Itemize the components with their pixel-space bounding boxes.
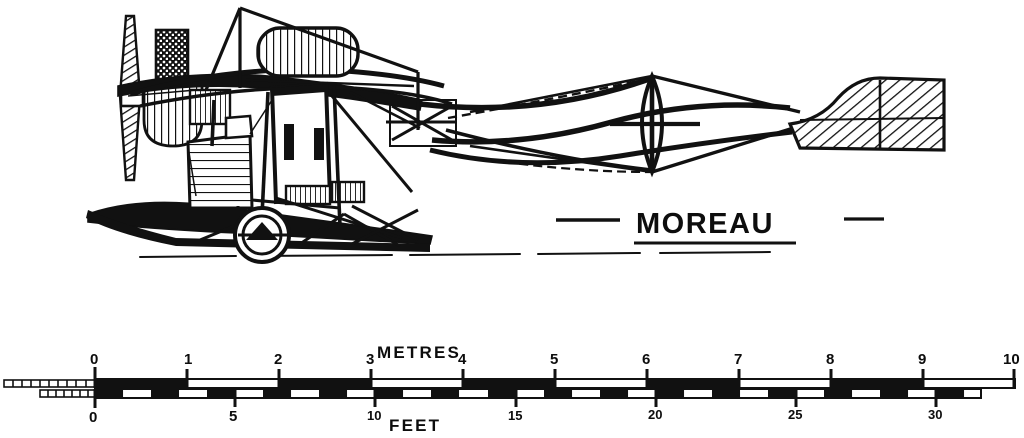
front-strut xyxy=(260,91,270,217)
page-title: MOREAU xyxy=(636,208,774,240)
scale-metres-label: METRES xyxy=(377,343,461,362)
mast-upper-stay xyxy=(239,6,419,74)
tail-kingpost xyxy=(469,70,801,178)
kingpost-stay-upper-rear xyxy=(651,74,801,114)
feet-tick-15: 15 xyxy=(508,408,522,423)
metre-tick-3: 3 xyxy=(366,351,374,368)
metre-tick-9: 9 xyxy=(918,351,926,368)
metre-tick-4: 4 xyxy=(458,351,467,368)
metres-ticks xyxy=(93,367,1016,388)
second-camber-line xyxy=(139,85,453,108)
engine-strut xyxy=(210,99,216,147)
rear-mast-frame xyxy=(389,99,457,147)
feet-tick-20: 20 xyxy=(648,407,662,422)
fuel-tank xyxy=(256,26,360,78)
tailplane-chord-line xyxy=(799,117,945,121)
feet-tick-25: 25 xyxy=(788,407,802,422)
engine-cowl-upper xyxy=(154,28,190,84)
forward-fairing xyxy=(224,114,254,140)
tailplane-fin-block xyxy=(787,76,946,152)
feet-tick-10: 10 xyxy=(367,408,381,423)
mast-tie-rod xyxy=(245,78,415,88)
boom-brace-lower-dashed xyxy=(449,152,651,174)
metre-tick-5: 5 xyxy=(550,351,558,368)
undercarriage xyxy=(86,204,430,264)
feet-tick-0: 0 xyxy=(89,409,97,426)
empennage xyxy=(787,76,946,152)
cockpit-coaming xyxy=(272,84,326,96)
scale-feet-band xyxy=(94,388,982,399)
diag-brace-c xyxy=(349,90,421,130)
feet-tick-5: 5 xyxy=(229,408,237,425)
metre-tick-10: 10 xyxy=(1003,351,1020,368)
struts xyxy=(210,85,421,240)
metre-tick-6: 6 xyxy=(642,351,650,368)
feet-ticks xyxy=(93,389,938,408)
rigging-wires xyxy=(127,89,273,197)
forward-body-panel xyxy=(186,132,254,210)
under-bay-panel xyxy=(284,184,332,206)
metre-tick-8: 8 xyxy=(826,351,834,368)
fuel-tank-body xyxy=(256,26,360,78)
metre-tick-2: 2 xyxy=(274,351,282,368)
metres-band-fills xyxy=(95,379,923,388)
feet-tick-30: 30 xyxy=(928,407,942,422)
scale-leadin-metres xyxy=(3,379,96,388)
figure-title-group: MOREAU xyxy=(556,208,884,245)
boom-brace-upper-dashed xyxy=(447,76,653,120)
kingpost-stay-lower-fwd xyxy=(469,144,653,174)
metres-tick-labels: 0 1 2 3 4 5 6 7 8 9 10 xyxy=(90,351,1020,368)
scale-feet-label: FEET xyxy=(389,416,441,435)
rear-mast-bracing xyxy=(386,99,457,147)
seat-back xyxy=(284,124,294,160)
mast-fwd-stay xyxy=(204,7,242,91)
boom-upper-member xyxy=(419,75,653,111)
rear-strut xyxy=(332,85,342,227)
metre-tick-1: 1 xyxy=(184,351,192,368)
kingpost-stay-lower-rear xyxy=(651,124,801,174)
scale-leadin-feet xyxy=(39,389,96,398)
kingpost-stay-upper-fwd xyxy=(469,74,653,114)
boom-brace-lower xyxy=(445,128,653,172)
diag-brace-b xyxy=(330,95,414,193)
metre-tick-0: 0 xyxy=(90,351,98,368)
aeroplane-drawing xyxy=(86,6,946,264)
landing-skid xyxy=(86,210,430,252)
scale-bar-group: METRES FEET xyxy=(3,343,1020,435)
metre-tick-7: 7 xyxy=(734,351,742,368)
feet-tick-labels: 0 5 10 15 20 25 30 xyxy=(89,407,942,426)
feet-band-fills xyxy=(95,389,965,398)
control-column xyxy=(314,128,324,160)
